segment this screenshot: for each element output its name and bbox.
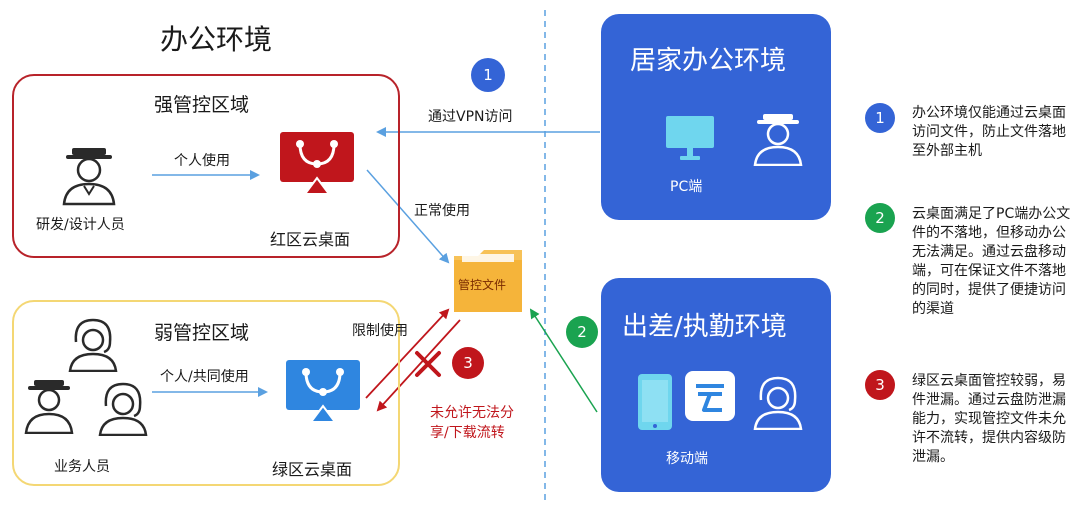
mobile-label: 移动端 — [666, 451, 708, 467]
phone-icon — [638, 374, 672, 430]
strong-zone-title: 强管控区域 — [154, 94, 250, 116]
person-icon — [98, 382, 148, 436]
dev-person-label: 研发/设计人员 — [36, 217, 125, 233]
person-icon — [62, 148, 116, 206]
weak-zone-title: 弱管控区域 — [154, 322, 250, 344]
note-2-badge: 2 — [865, 203, 895, 233]
note-1-badge: 1 — [865, 103, 895, 133]
green-desktop-label: 绿区云桌面 — [272, 460, 353, 479]
note-3-badge: 3 — [865, 370, 895, 400]
red-desktop-label: 红区云桌面 — [270, 230, 351, 249]
mobile-access-arrow — [529, 308, 598, 413]
deny-label-line-1: 未允许无法分 — [430, 405, 514, 421]
deny-label-line-2: 享/下载流转 — [430, 425, 505, 441]
office-title: 办公环境 — [160, 23, 273, 56]
personal-use-label: 个人使用 — [174, 153, 230, 169]
deny-arrow — [376, 319, 461, 412]
travel-title: 出差/执勤环境 — [622, 312, 787, 342]
person-icon — [753, 114, 803, 166]
step-2-badge: 2 — [566, 316, 598, 348]
cross-icon — [415, 351, 441, 377]
vpn-label: 通过VPN访问 — [428, 109, 513, 125]
step-1-badge: 1 — [471, 58, 505, 92]
business-person-label: 业务人员 — [54, 459, 110, 475]
strong-control-zone — [12, 74, 400, 258]
note-3-text: 绿区云桌面管控较弱，易件泄漏。通过云盘防泄漏能力，实现管控文件未允许不流转，提供… — [912, 373, 1066, 465]
note-1-text: 办公环境仅能通过云桌面访问文件，防止文件落地至外部主机 — [912, 105, 1066, 159]
weak-control-zone — [12, 300, 400, 486]
pc-label: PC端 — [670, 179, 703, 195]
note-2-text: 云桌面满足了PC端办公文件的不落地，但移动办公无法满足。通过云盘移动端，可在保证… — [912, 206, 1071, 317]
person-icon — [753, 376, 803, 430]
step-3-badge: 3 — [452, 347, 484, 379]
monitor-icon — [666, 116, 714, 160]
person-icon — [68, 318, 118, 372]
normal-use-label: 正常使用 — [414, 203, 470, 219]
cloud-app-icon[interactable] — [684, 370, 736, 422]
normal-use-arrow — [366, 169, 450, 264]
cloud-desktop-red-icon[interactable] — [278, 130, 356, 196]
limit-use-arrow — [365, 308, 450, 399]
folder-icon[interactable] — [452, 246, 524, 314]
file-label: 管控文件 — [458, 278, 507, 292]
person-icon — [24, 380, 74, 434]
shared-use-label: 个人/共同使用 — [160, 369, 249, 385]
limit-use-label: 限制使用 — [352, 323, 408, 339]
cloud-desktop-blue-icon[interactable] — [284, 358, 362, 424]
home-office-title: 居家办公环境 — [630, 46, 787, 76]
